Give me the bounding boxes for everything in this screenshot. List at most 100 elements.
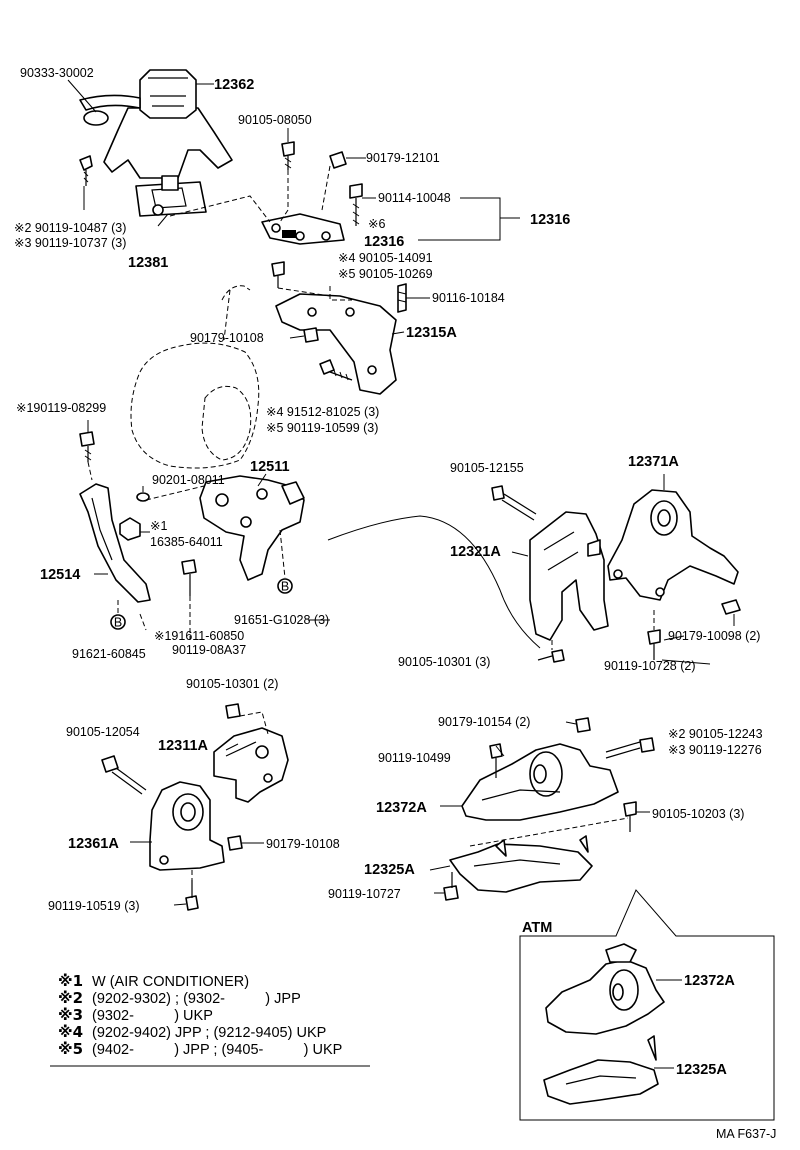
- label-90179-10098: 90179-10098 (2): [668, 629, 760, 643]
- label-90114-10048: 90114-10048: [378, 191, 451, 205]
- stud-90116-10184: [397, 283, 407, 313]
- label-90105-12155: 90105-12155: [450, 461, 524, 475]
- label-90179-12101: 90179-12101: [366, 151, 440, 165]
- nut-90179-10098: [721, 599, 741, 615]
- label-12316: 12316: [364, 234, 404, 250]
- label-91611-60850: ※191611-60850: [154, 629, 244, 643]
- leader-lines: [67, 79, 735, 1069]
- svg-text:※2: ※2: [58, 989, 83, 1007]
- bolt-91611-60850: [181, 559, 197, 596]
- label-90119-08299: ※190119-08299: [16, 401, 106, 415]
- label-90333-30002: 90333-30002: [20, 66, 94, 80]
- svg-text:(9202-9402) JPP ; (9212-9405): (9202-9402) JPP ; (9212-9405) UKP: [92, 1025, 326, 1041]
- note-row: ※3 (9302- ) UKP: [58, 1006, 213, 1024]
- label-90179-10108-b: 90179-10108: [266, 837, 340, 851]
- label-90119-10519: 90119-10519 (3): [48, 899, 140, 913]
- label-12316-group: 12316: [530, 212, 570, 228]
- part-12361A-mount: [149, 781, 225, 871]
- label-90105-12054: 90105-12054: [66, 725, 140, 739]
- label-atm: ATM: [522, 920, 552, 936]
- circle-b-marker-left: B: [110, 614, 126, 630]
- note-row: ※1 W (AIR CONDITIONER): [58, 972, 249, 990]
- label-12511: 12511: [250, 459, 290, 475]
- label-90105-10203: 90105-10203 (3): [652, 807, 744, 821]
- part-12362-mount-insulator: [79, 69, 233, 179]
- label-90119-10487: ※2 90119-10487 (3): [14, 221, 126, 235]
- bolt-90105-10203: [623, 801, 637, 832]
- svg-text:(9302- ) UKP: (9302- ) UKP: [92, 1008, 213, 1024]
- label-91621-60845: 91621-60845: [72, 647, 146, 661]
- bolt-90119-10499: [489, 743, 503, 778]
- label-atm-12325A: 12325A: [676, 1062, 727, 1078]
- label-90179-10108-a: 90179-10108: [190, 331, 264, 345]
- svg-text:※4: ※4: [58, 1023, 83, 1041]
- circle-b-marker-right: B: [277, 578, 293, 594]
- note-row: ※2 (9202-9302) ; (9302- ) JPP: [58, 989, 301, 1007]
- label-90119-08A37: 90119-08A37: [172, 643, 246, 657]
- label-12361A: 12361A: [68, 836, 119, 852]
- bolt-90105-14091: [271, 261, 285, 288]
- part-labels: 90333-30002 12362 90105-08050 90179-1210…: [14, 66, 763, 1078]
- svg-text:(9202-9302) ; (9302-: (9202-9302) ; (9302- ) JPP: [92, 991, 301, 1007]
- svg-text:※3: ※3: [58, 1006, 83, 1024]
- svg-text:B: B: [281, 580, 289, 594]
- label-12372A: 12372A: [376, 800, 427, 816]
- nut-90179-10108-lower: [227, 835, 243, 851]
- note-row: ※5 (9402- ) JPP ; (9405- ) UKP: [58, 1040, 342, 1058]
- bolt-90119-10519: [185, 880, 199, 911]
- svg-text:(9402- ) JPP ; (9405-: (9402- ) JPP ; (9405- ) UKP: [92, 1042, 342, 1058]
- part-12316-bracket: [261, 151, 363, 245]
- label-90119-10737: ※3 90119-10737 (3): [14, 236, 126, 250]
- label-90119-10499: 90119-10499: [378, 751, 451, 765]
- notes-legend: ※1 W (AIR CONDITIONER) ※2 (9202-9302) ; …: [50, 972, 370, 1067]
- part-12511-bracket: [199, 475, 305, 581]
- label-atm-12372A: 12372A: [684, 973, 735, 989]
- label-90105-10301-b: 90105-10301 (3): [398, 655, 490, 669]
- footer-drawing-code: MA F637-J: [716, 1127, 776, 1141]
- part-16385-64011-clamp: [119, 517, 141, 541]
- label-91512-81025: ※4 91512-81025 (3): [266, 405, 379, 419]
- part-12315A-bracket: [275, 293, 397, 395]
- part-12371A-mount: [607, 489, 739, 601]
- note-row: ※4 (9202-9402) JPP ; (9212-9405) UKP: [58, 1023, 326, 1041]
- svg-text:※1: ※1: [58, 972, 83, 990]
- svg-text:※5: ※5: [58, 1040, 83, 1058]
- label-12381: 12381: [128, 255, 168, 271]
- connector-arc: [327, 515, 541, 649]
- label-mark-6: ※6: [368, 217, 385, 231]
- label-90116-10184: 90116-10184: [432, 291, 505, 305]
- label-90119-10728: 90119-10728 (2): [604, 659, 696, 673]
- bolt-90105-10301-b: [537, 649, 565, 663]
- part-12321A-bracket: [529, 511, 609, 641]
- label-90105-10301-a: 90105-10301 (2): [186, 677, 278, 691]
- alternator-phantom: [130, 285, 260, 469]
- label-12321A: 12321A: [450, 544, 501, 560]
- svg-text:W (AIR CONDITIONER): W (AIR CONDITIONER): [92, 974, 249, 990]
- label-12362: 12362: [214, 77, 254, 93]
- bolt-90119-08299: [79, 431, 95, 462]
- part-12325A-bracket: [449, 835, 593, 893]
- label-16385-64011: 16385-64011: [150, 535, 223, 549]
- label-90105-14091: ※4 90105-14091: [338, 251, 433, 265]
- label-mark-1: ※1: [150, 519, 167, 533]
- bolt-91512-81025: [319, 359, 353, 381]
- label-90105-12243: ※2 90105-12243: [668, 727, 763, 741]
- label-90201-08011: 90201-08011: [152, 473, 225, 487]
- part-12514-stay: [79, 483, 151, 603]
- washer-90201-08011: [136, 492, 150, 502]
- bolt-90119-10727: [443, 872, 459, 901]
- label-12371A: 12371A: [628, 454, 679, 470]
- atm-inset: [519, 889, 775, 1121]
- bolt-90119-10728: [647, 629, 661, 660]
- bolt-90119-10487: [79, 155, 93, 186]
- bolt-90105-12054: [101, 755, 147, 795]
- label-90179-10154: 90179-10154 (2): [438, 715, 530, 729]
- part-12381-bracket: [135, 175, 207, 217]
- label-90105-08050: 90105-08050: [238, 113, 312, 127]
- bolt-90105-10301-a: [225, 703, 269, 735]
- part-12311A-bracket: [213, 727, 289, 803]
- label-90105-10269: ※5 90105-10269: [338, 267, 433, 281]
- label-90119-10727: 90119-10727: [328, 887, 401, 901]
- svg-text:B: B: [114, 616, 122, 630]
